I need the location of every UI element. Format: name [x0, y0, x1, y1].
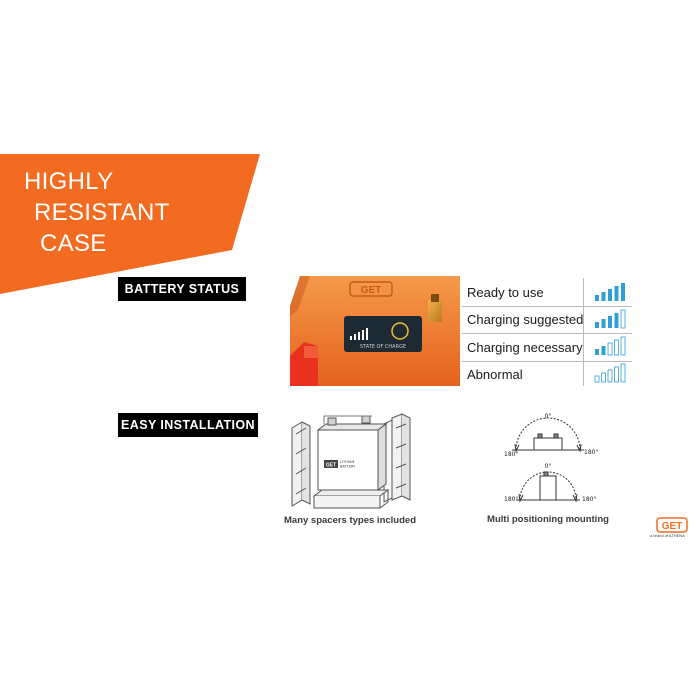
charge-bars [594, 363, 626, 383]
easy-installation-label: EASY INSTALLATION [118, 413, 258, 437]
angle-right-1: 180° [584, 449, 598, 456]
mounting-diagram: 0° 180° 180° 0° 180° 180° [498, 410, 598, 513]
headline-line-3: CASE [40, 230, 107, 257]
charge-bar [614, 366, 619, 383]
spacers-illustration: GET LITHIUM BATTERY [288, 404, 418, 519]
spacer-battery-logo: GET [326, 463, 336, 469]
charge-bar [608, 289, 612, 301]
status-row: Charging necessary [462, 334, 632, 362]
angle-right-2: 180° [582, 496, 596, 503]
status-label: Abnormal [467, 367, 523, 383]
charge-bar [607, 369, 613, 383]
charge-bar [595, 349, 599, 355]
spacers-caption: Many spacers types included [284, 515, 416, 526]
status-divider [583, 278, 584, 386]
mounting-caption: Multi positioning mounting [487, 514, 609, 525]
charge-bar [607, 342, 613, 356]
charge-bar [608, 316, 612, 328]
charge-bar [601, 292, 606, 301]
charge-bar [601, 372, 606, 383]
charge-bar [621, 283, 625, 301]
charge-bars [595, 336, 626, 356]
charge-bar [595, 322, 599, 328]
banner-shape [0, 154, 260, 294]
gauge-label: STATE OF CHARGE [360, 344, 406, 350]
logo-subtext: a brand of ATHENA [650, 533, 685, 538]
angle-left-1: 180° [504, 451, 518, 458]
charge-bar [614, 313, 619, 328]
charge-bar [620, 363, 626, 383]
charge-bar [601, 319, 606, 328]
battery-image: GET STATE OF CHARGE [290, 276, 460, 391]
angle-left-2: 180° [504, 496, 518, 503]
charge-bar [620, 336, 626, 356]
charge-bar [614, 286, 619, 301]
status-row: Charging suggested [462, 307, 632, 334]
get-logo: GET [656, 517, 688, 538]
status-row: Abnormal [462, 362, 632, 389]
headline-text: HIGHLY RESISTANT CASE [24, 166, 170, 259]
charge-bar [601, 346, 606, 355]
status-row: Ready to use [462, 279, 632, 307]
spacer-battery-label-2: BATTERY [340, 465, 356, 469]
headline-banner [0, 154, 260, 294]
charge-bar [595, 295, 599, 301]
angle-top-2: 0° [545, 463, 552, 470]
status-label: Charging necessary [467, 339, 583, 355]
headline-line-2: RESISTANT [34, 199, 170, 226]
svg-text:GET: GET [662, 521, 683, 532]
spacer-battery-label-1: LITHIUM [340, 460, 354, 464]
charge-bars [595, 309, 626, 329]
battery-status-label: BATTERY STATUS [118, 277, 246, 301]
status-label: Charging suggested [467, 312, 584, 328]
charge-bars [595, 283, 625, 301]
status-label: Ready to use [467, 284, 544, 300]
charge-bar [620, 309, 626, 329]
battery-brand-mark: GET [361, 285, 382, 296]
headline-line-1: HIGHLY [24, 168, 114, 195]
charge-bar [614, 339, 619, 356]
charge-bar [594, 375, 600, 383]
status-table: Ready to use Charging suggested Charging… [462, 279, 632, 388]
angle-top-1: 0° [545, 413, 552, 420]
